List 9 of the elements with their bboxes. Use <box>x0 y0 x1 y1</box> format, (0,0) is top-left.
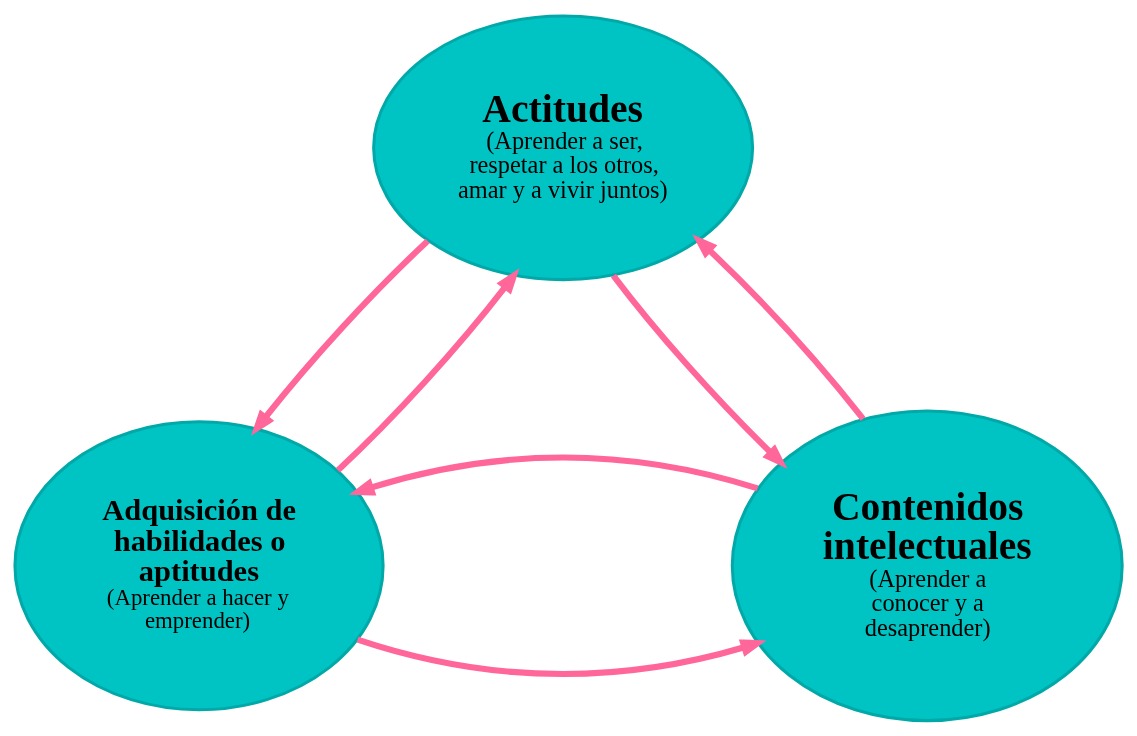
arrow <box>610 273 788 469</box>
arrow <box>251 238 430 436</box>
node-ellipse: Adquisición de habilidades o aptitudes (Aprender a hacer y emprender) <box>13 419 385 711</box>
node-ellipse: Contenidos intelectuales (Aprender a conocer y a desaprender) <box>730 408 1124 722</box>
arrow <box>335 267 520 473</box>
node-ellipse: Actitudes (Aprender a ser, respetar a los otros, amar y a vivir juntos) <box>372 14 755 281</box>
arrow <box>356 636 767 677</box>
arrow <box>692 233 866 421</box>
arrow <box>348 454 759 495</box>
